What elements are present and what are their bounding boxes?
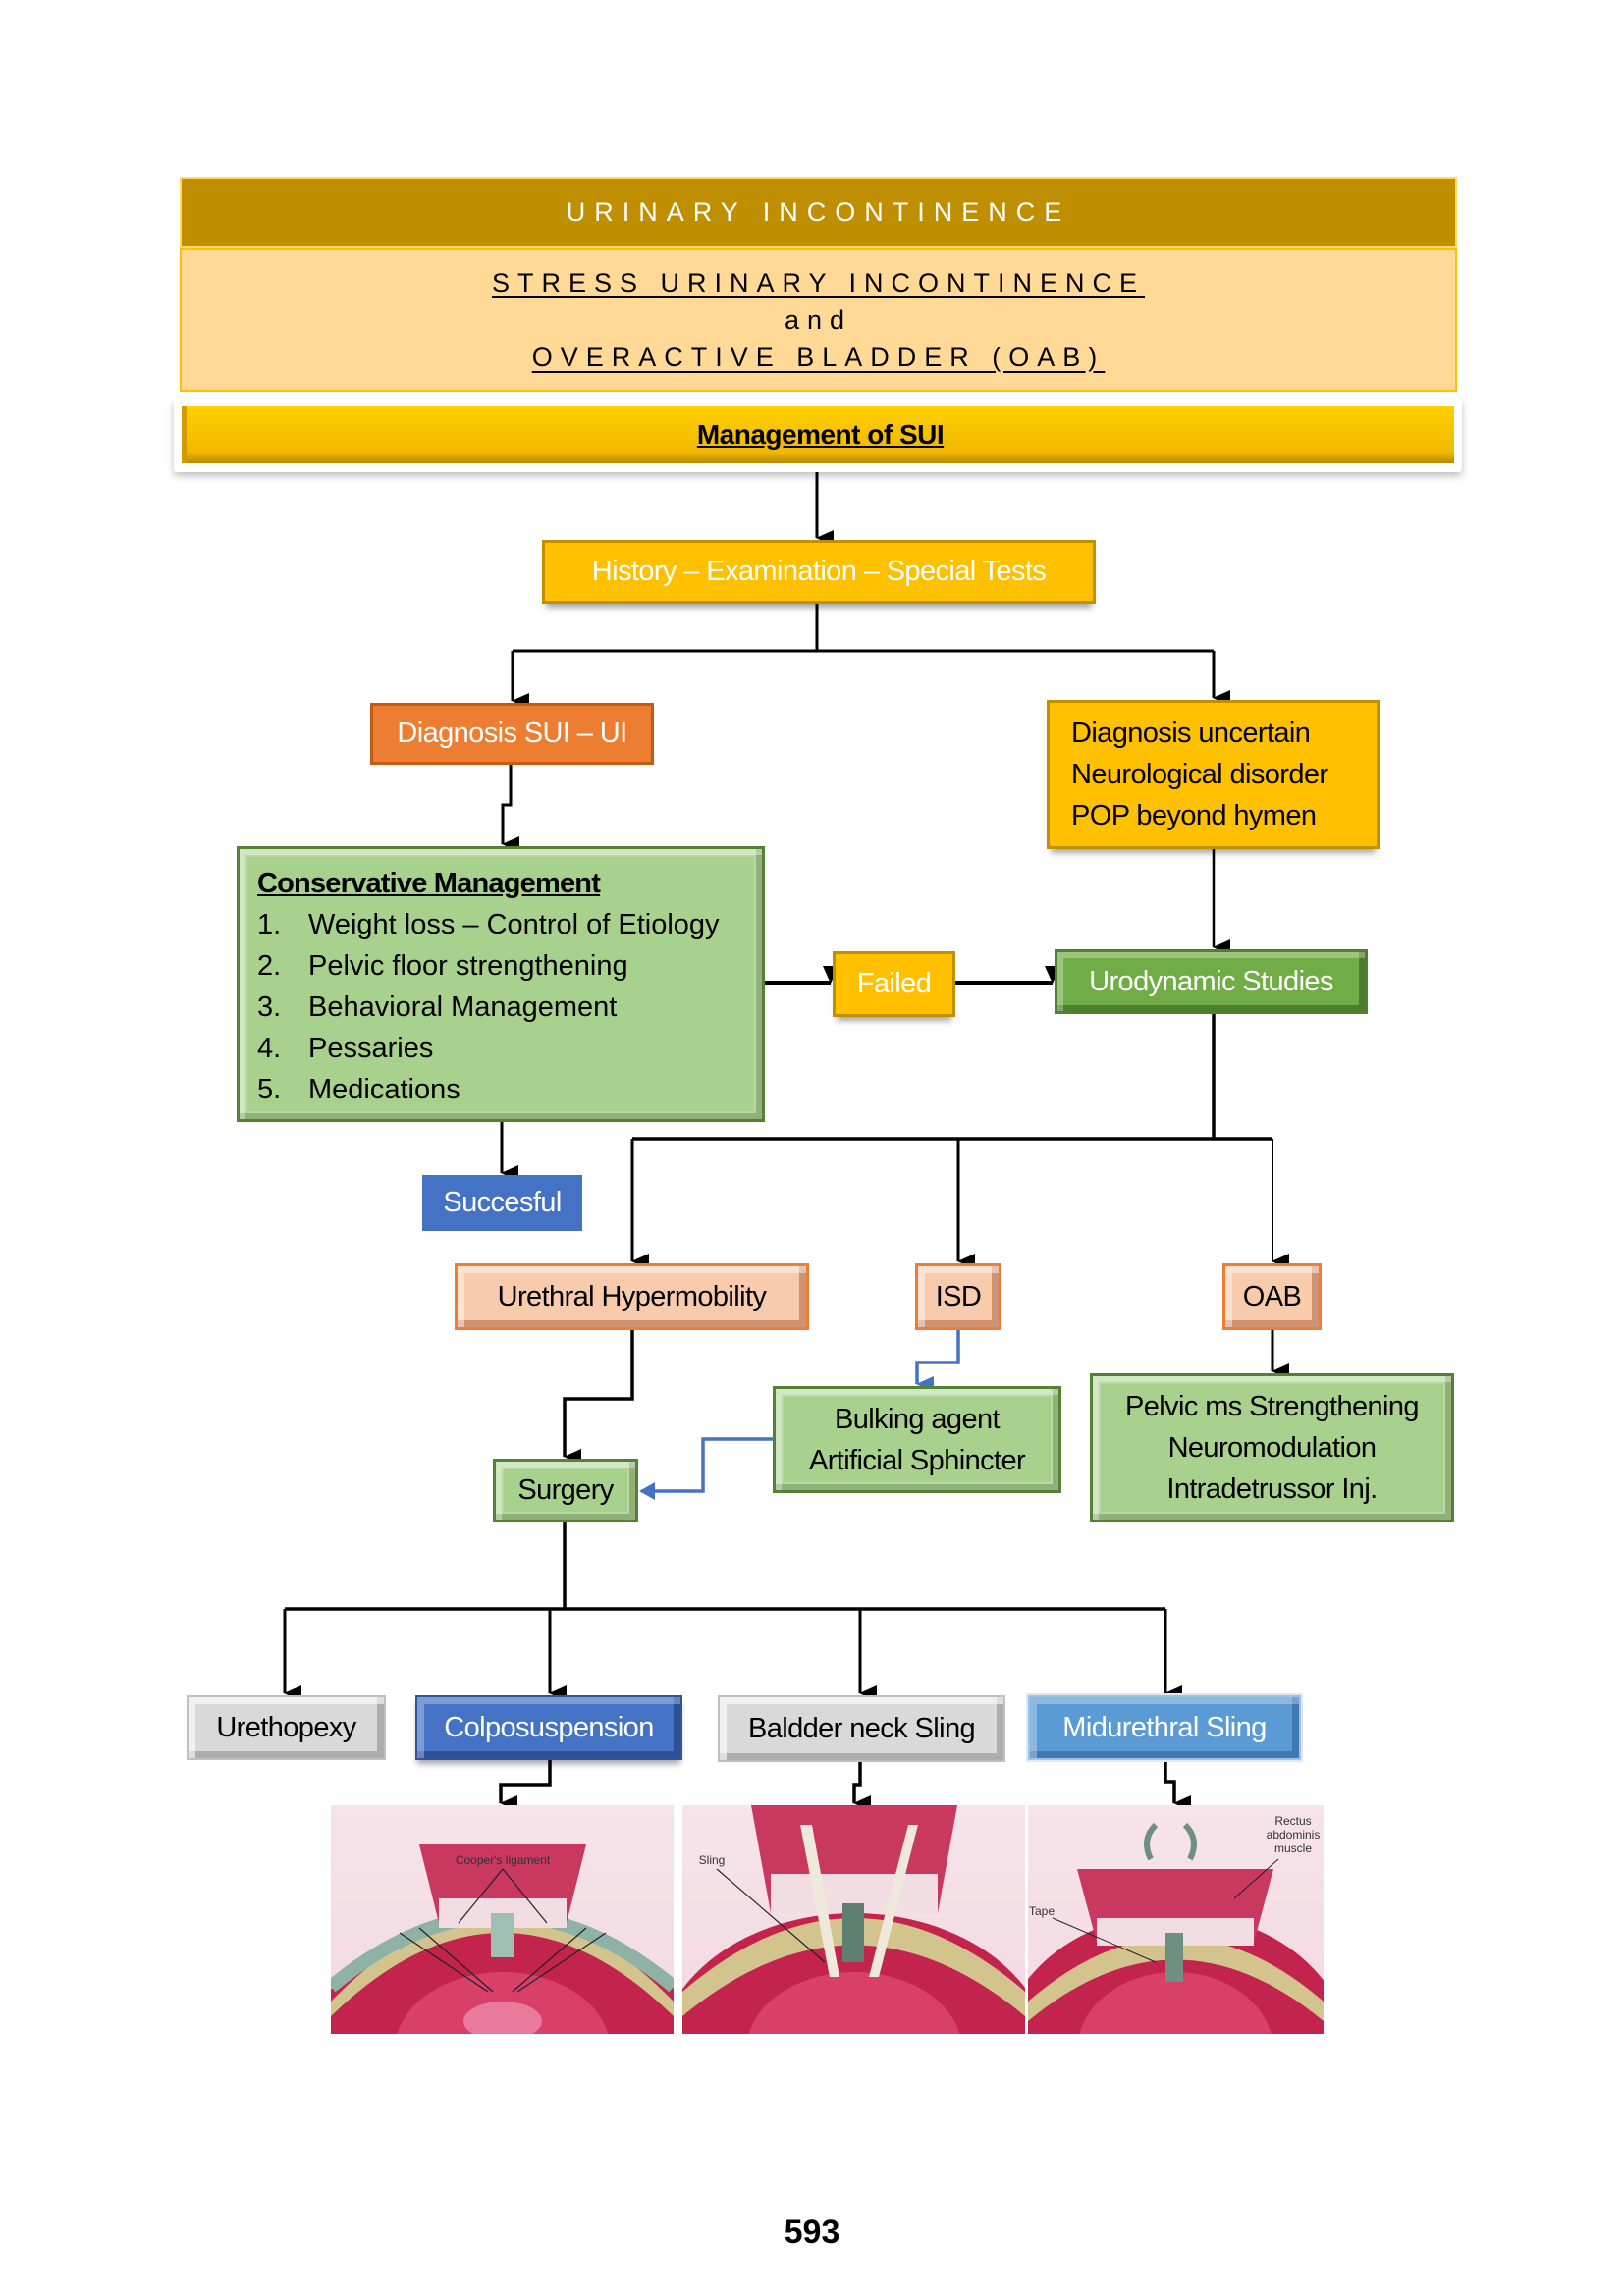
topic-line-2: and [784,305,853,335]
oab-treatment-line-2: Neuromodulation [1167,1432,1377,1464]
connector-bulking-to-surgery [641,1437,773,1493]
connector-uh-to-surgery [563,1330,634,1465]
connector-isd-to-bulking [915,1330,960,1392]
midurethral-sling-illustration: Rectus abdominis muscle Tape [1028,1805,1324,2034]
page-number: 593 [784,2214,840,2251]
section-title: Management of SUI [696,419,945,450]
topic-banner: STRESS URINARY INCONTINENCE and OVERACTI… [180,248,1457,392]
bladder-neck-sling-label: Baldder neck Sling [747,1712,976,1744]
successful-label: Succesful [443,1187,562,1218]
uncertain-line-3: POP beyond hymen [1071,800,1317,831]
successful-box: Succesful [422,1175,582,1231]
conservative-item: 2. Pelvic floor strengthening [257,945,744,987]
bulking-agent-box: Bulking agent Artificial Sphincter [773,1386,1061,1493]
urodynamic-studies-box: Urodynamic Studies [1055,949,1368,1014]
conservative-item: 4. Pessaries [257,1028,744,1069]
item-number: 4. [257,1033,282,1064]
connector-bulking-to-surgery-arrowhead [639,1482,655,1500]
conservative-management-box: Conservative Management 1. Weight loss – … [237,846,765,1122]
urethral-hypermobility-label: Urethral Hypermobility [497,1280,767,1312]
urethral-hypermobility-box: Urethral Hypermobility [455,1263,809,1330]
connector-diagnosis-to-conservative [501,765,519,852]
pelvis-anatomy-icon: Rectus abdominis muscle Tape [1028,1814,1324,2034]
oab-treatment-box: Pelvic ms Strengthening Neuromodulation … [1090,1373,1454,1522]
item-number: 5. [257,1074,282,1105]
item-number: 2. [257,950,282,982]
oab-box: OAB [1222,1263,1322,1330]
conservative-item: 5. Medications [257,1069,744,1110]
urethopexy-box: Urethopexy [187,1695,386,1760]
item-text: Medications [308,1074,460,1105]
isd-box: ISD [915,1263,1001,1330]
failed-label: Failed [856,968,932,999]
chapter-title-banner: URINARY INCONTINENCE [180,177,1457,248]
pelvis-anatomy-icon: Sling [682,1805,1025,2034]
history-exam-label: History – Examination – Special Tests [591,556,1047,587]
illus-label: Sling [699,1853,726,1867]
oab-label: OAB [1242,1280,1302,1312]
colposuspension-illustration: Cooper's ligament [331,1805,674,2034]
surgery-label: Surgery [517,1474,614,1506]
conservative-item: 1. Weight loss – Control of Etiology [257,904,744,945]
uncertain-line-2: Neurological disorder [1071,759,1328,790]
diagnosis-sui-label: Diagnosis SUI – UI [397,718,627,749]
conservative-item: 3. Behavioral Management [257,987,744,1028]
connector-mus-to-image [1164,1762,1191,1811]
illus-label: Cooper's ligament [456,1853,551,1867]
uncertain-line-1: Diagnosis uncertain [1071,718,1311,749]
midurethral-sling-label: Midurethral Sling [1062,1711,1267,1743]
illus-label: Tape [1029,1904,1055,1918]
item-text: Pelvic floor strengthening [308,950,628,982]
history-exam-box: History – Examination – Special Tests [542,540,1096,604]
illus-label: abdominis [1267,1828,1321,1842]
conservative-list: 1. Weight loss – Control of Etiology 2. Pe… [257,904,744,1110]
illus-label: muscle [1274,1842,1312,1855]
connector-colpo-to-image [499,1760,552,1811]
uncertain-diagnosis-box: Diagnosis uncertain Neurological disorde… [1047,700,1380,849]
connector-surgery-branch [285,1522,1165,1611]
bulking-line-2: Artificial Sphincter [808,1444,1026,1476]
diagnosis-sui-box: Diagnosis SUI – UI [370,703,654,765]
colposuspension-label: Colposuspension [444,1711,654,1743]
failed-box: Failed [833,951,955,1017]
oab-treatment-line-1: Pelvic ms Strengthening [1125,1391,1420,1422]
urodynamic-studies-label: Urodynamic Studies [1089,965,1333,997]
isd-label: ISD [935,1280,982,1312]
section-title-bar: Management of SUI [182,406,1454,463]
pelvis-anatomy-icon: Cooper's ligament [331,1844,674,2034]
item-number: 3. [257,991,282,1023]
item-number: 1. [257,909,282,940]
illus-label: Rectus [1274,1814,1311,1828]
chapter-title: URINARY INCONTINENCE [566,197,1071,227]
connector-bns-to-image [852,1762,871,1811]
urethopexy-label: Urethopexy [216,1711,356,1743]
topic-line-3: OVERACTIVE BLADDER (OAB) [531,343,1106,372]
oab-treatment-line-3: Intradetrussor Inj. [1166,1473,1378,1505]
conservative-title: Conservative Management [257,868,601,899]
bladder-neck-sling-illustration: Sling [682,1805,1025,2034]
connector-history-branch [513,604,1214,653]
topic-line-1: STRESS URINARY INCONTINENCE [491,268,1146,297]
bladder-neck-sling-box: Baldder neck Sling [718,1695,1005,1762]
connector-urodynamic-branch [632,1014,1272,1141]
item-text: Pessaries [308,1033,434,1064]
surgery-box: Surgery [493,1459,638,1522]
colposuspension-box: Colposuspension [415,1695,682,1760]
midurethral-sling-box: Midurethral Sling [1026,1693,1303,1762]
item-text: Behavioral Management [308,991,618,1023]
bulking-line-1: Bulking agent [835,1403,1001,1435]
item-text: Weight loss – Control of Etiology [308,909,720,940]
